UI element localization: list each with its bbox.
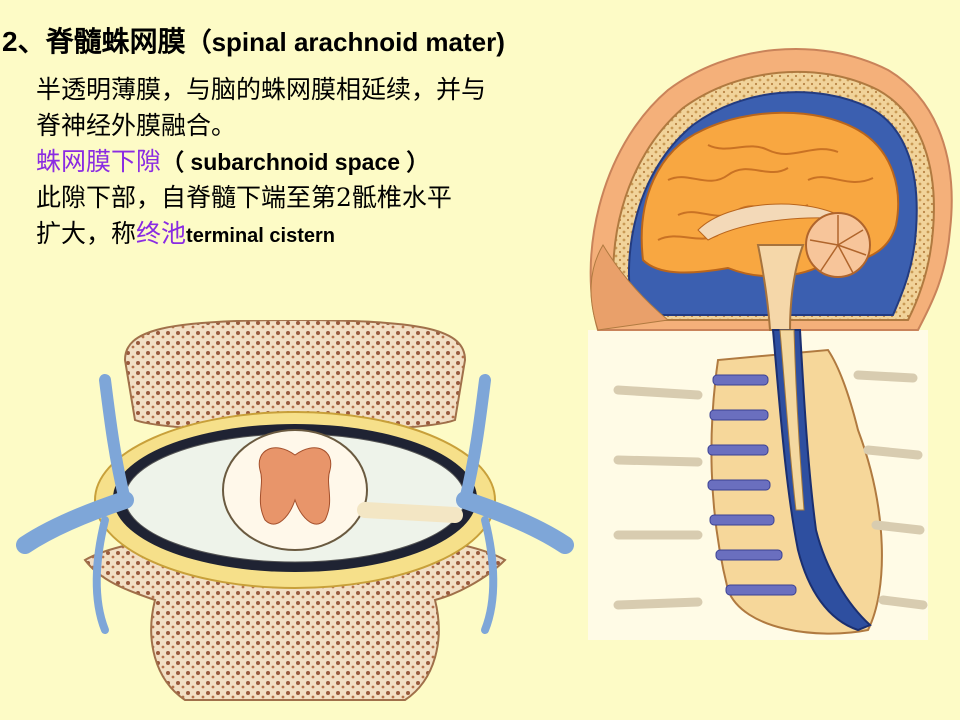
title-cn: 脊髓蛛网膜 — [45, 26, 186, 57]
term-subarachnoid-cn: 蛛网膜下隙 — [36, 147, 162, 176]
text-line-5-prefix: 扩大，称 — [36, 219, 137, 248]
text-line-1: 半透明薄膜，与脑的蛛网膜相延续，并与 — [36, 75, 487, 104]
ribs — [613, 370, 928, 610]
term-terminal-cistern-cn: 终池 — [136, 219, 187, 248]
sagittal-head-spine-figure — [588, 48, 953, 640]
text-line-4: 此隙下部，自脊髓下端至第2骶椎水平 — [36, 183, 452, 212]
face-region — [590, 244, 670, 331]
slide-title: 2、脊髓蛛网膜（spinal arachnoid mater) — [2, 22, 505, 62]
title-en: （spinal arachnoid mater) — [185, 27, 505, 57]
spinal-nerves — [16, 374, 574, 634]
description: 半透明薄膜，与脑的蛛网膜相延续，并与 脊神经外膜融合。 蛛网膜下隙（ subar… — [36, 72, 596, 254]
title-number: 2、 — [2, 26, 46, 57]
text-line-5: 扩大，称终池terminal cistern — [36, 216, 596, 254]
cerebellum-folia — [809, 215, 867, 274]
term-subarachnoid-en: （ subarchnoid space ） — [161, 149, 430, 175]
vertebra-cross-section-figure — [16, 320, 574, 701]
grey-matter — [258, 447, 332, 525]
text-line-2: 脊神经外膜融合。 — [36, 111, 237, 140]
spinal-cord — [779, 329, 805, 511]
text-line-3: 蛛网膜下隙（ subarchnoid space ） — [36, 144, 596, 180]
term-terminal-cistern-en: terminal cistern — [186, 225, 335, 247]
